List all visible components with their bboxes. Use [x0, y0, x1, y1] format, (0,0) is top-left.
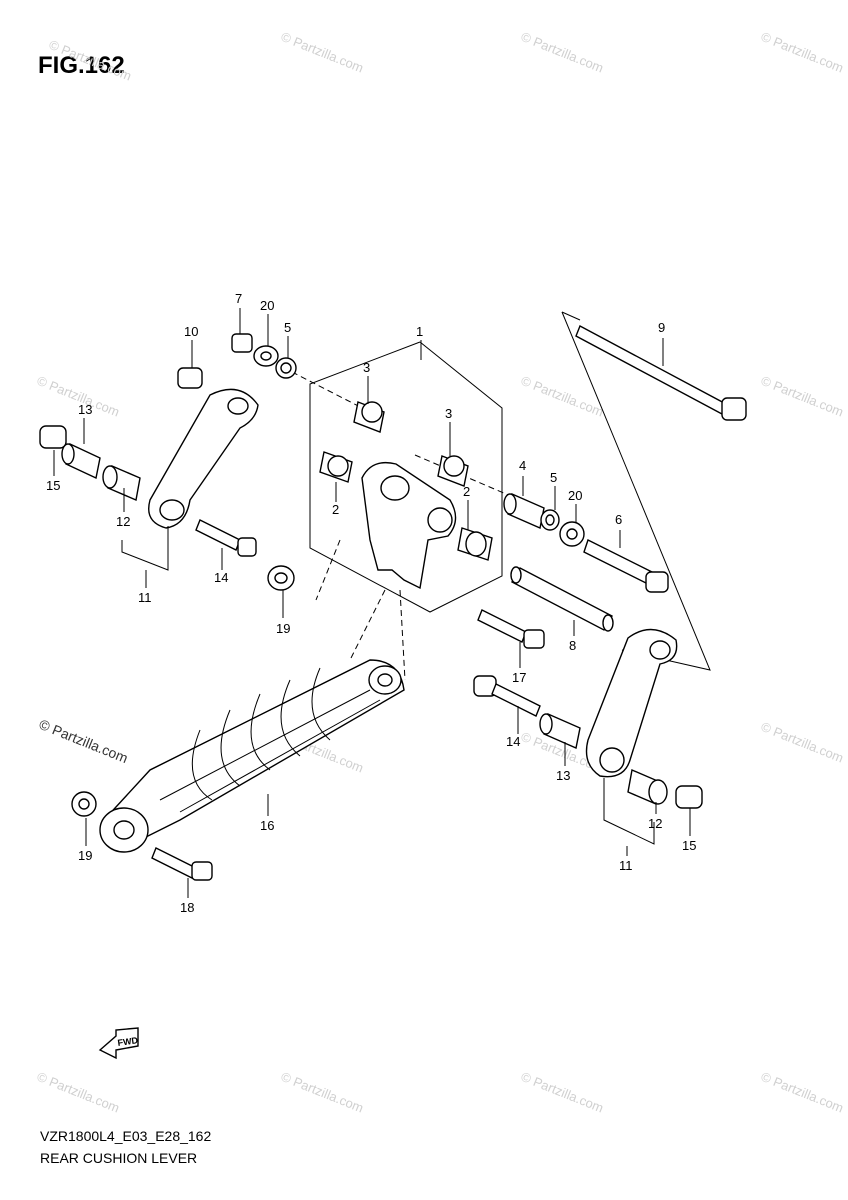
- watermark-text: © Partzilla.com: [519, 373, 606, 420]
- diagram-code: VZR1800L4_E03_E28_162: [40, 1128, 212, 1144]
- watermark-text: © Partzilla.com: [279, 1069, 366, 1116]
- watermark-text: © Partzilla.com: [759, 719, 846, 766]
- fwd-arrow-label: FWD: [117, 1035, 139, 1048]
- callout-13: 13: [556, 768, 570, 783]
- callout-14: 14: [506, 734, 520, 749]
- fwd-arrow-icon: FWD: [98, 1027, 139, 1060]
- part-nut-7: [231, 333, 253, 353]
- part-lever-1: [361, 461, 457, 590]
- part-collar-5-right: [540, 509, 560, 531]
- callout-14: 14: [214, 570, 228, 585]
- callout-15: 15: [46, 478, 60, 493]
- part-bolt-6: [583, 539, 669, 593]
- callout-13: 13: [78, 402, 92, 417]
- callout-19: 19: [276, 621, 290, 636]
- part-shock-absorber-16: [99, 659, 405, 853]
- bracket-11-left: [121, 526, 169, 571]
- part-bolt-9: [575, 325, 747, 421]
- part-nut-10: [177, 367, 203, 389]
- part-bearing-12-left: [102, 465, 141, 501]
- callout-20: 20: [260, 298, 274, 313]
- callout-19: 19: [78, 848, 92, 863]
- callout-6: 6: [615, 512, 622, 527]
- part-collar-5: [275, 357, 297, 379]
- part-rod-11-left: [148, 388, 259, 529]
- part-washer-20: [253, 345, 279, 367]
- watermark-layer: © Partzilla.com © Partzilla.com © Partzi…: [35, 29, 846, 1116]
- part-spacer-13-right: [539, 713, 581, 749]
- part-bearing-2-right: [457, 527, 493, 561]
- callout-15: 15: [682, 838, 696, 853]
- callout-1: 1: [416, 324, 423, 339]
- callout-2: 2: [463, 484, 470, 499]
- callout-10: 10: [184, 324, 198, 339]
- part-spacer-13-left: [61, 442, 101, 480]
- callout-8: 8: [569, 638, 576, 653]
- callout-18: 18: [180, 900, 194, 915]
- watermark-text: © Partzilla.com: [759, 373, 846, 420]
- watermark-text: © Partzilla.com: [35, 1069, 122, 1116]
- callout-11: 11: [138, 590, 152, 605]
- part-rod-11-right: [585, 628, 678, 778]
- part-bearing-2-left: [319, 451, 353, 483]
- callout-12: 12: [648, 816, 662, 831]
- callout-17: 17: [512, 670, 526, 685]
- part-bearing-12-right: [627, 769, 668, 805]
- watermark-text-prominent: © Partzilla.com: [37, 716, 130, 766]
- part-collar-19-left: [267, 565, 295, 591]
- bracket-11-right: [603, 778, 655, 845]
- part-bolt-14-left: [195, 519, 257, 557]
- callout-4: 4: [519, 458, 526, 473]
- callout-9: 9: [658, 320, 665, 335]
- part-bearing-3-upper: [353, 401, 385, 433]
- part-bolt-17: [477, 609, 545, 649]
- callout-11: 11: [619, 858, 633, 873]
- watermark-text: © Partzilla.com: [519, 29, 606, 76]
- part-washer-20-right: [559, 521, 585, 547]
- watermark-text: © Partzilla.com: [759, 29, 846, 76]
- callout-12: 12: [116, 514, 130, 529]
- part-bolt-18: [151, 847, 213, 881]
- part-nut-15-right: [675, 785, 703, 809]
- callout-3: 3: [445, 406, 452, 421]
- callout-5: 5: [284, 320, 291, 335]
- callout-2: 2: [332, 502, 339, 517]
- callout-labels: 1 2 2 3 3 4 5 5 6 7 8 9 10 11 11 12 12 1…: [46, 291, 696, 915]
- callout-20: 20: [568, 488, 582, 503]
- diagram-name: REAR CUSHION LEVER: [40, 1150, 198, 1166]
- callout-5: 5: [550, 470, 557, 485]
- part-nut-15-left: [39, 425, 67, 449]
- figure-title: FIG.162: [38, 52, 125, 79]
- callout-16: 16: [260, 818, 274, 833]
- watermark-text: © Partzilla.com: [279, 29, 366, 76]
- callout-7: 7: [235, 291, 242, 306]
- part-bolt-14-right: [473, 675, 541, 717]
- part-collar-19-lower: [71, 791, 97, 817]
- watermark-text: © Partzilla.com: [519, 1069, 606, 1116]
- part-shaft-8: [510, 566, 614, 632]
- part-bearing-3-right: [437, 455, 469, 487]
- part-spacer-4: [503, 493, 545, 529]
- watermark-text: © Partzilla.com: [47, 37, 134, 84]
- leader-lines: [53, 308, 691, 898]
- watermark-text: © Partzilla.com: [759, 1069, 846, 1116]
- lever-assembly-outline: [309, 341, 503, 613]
- callout-3: 3: [363, 360, 370, 375]
